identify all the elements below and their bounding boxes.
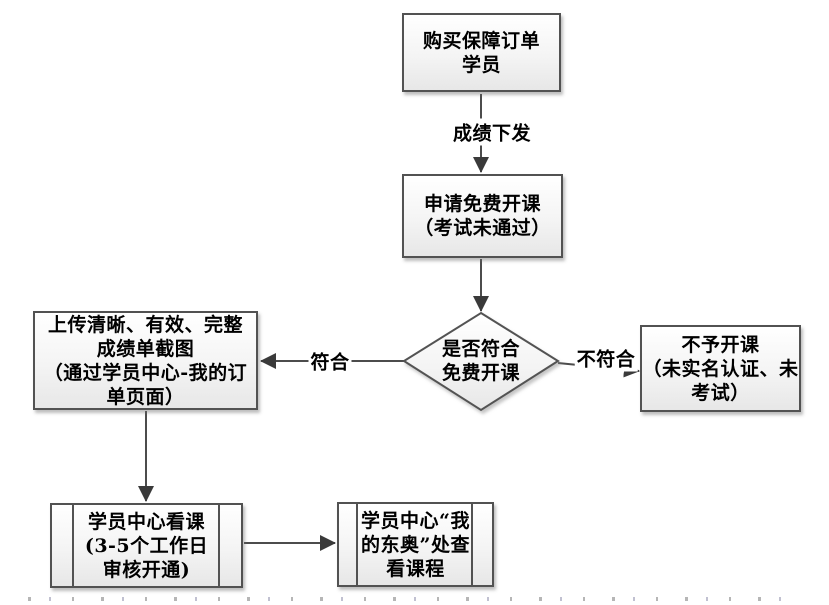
node-apply-label: 申请免费开课 （考试未通过） <box>414 193 551 239</box>
node-rejected: 不予开课 （未实名认证、未 考试） <box>640 325 801 412</box>
decision-diamond-shape <box>402 311 560 412</box>
node-upload: 上传清晰、有效、完整 成绩单截图 （通过学员中心-我的订 单页面） <box>33 311 258 410</box>
node-view-label: 学员中心“我 的东奥”处查 看课程 <box>361 509 470 580</box>
node-view: 学员中心“我 的东奥”处查 看课程 <box>337 502 494 587</box>
node-decision-label: 是否符合 免费开课 <box>441 338 520 384</box>
cutoff-text-fragments <box>28 597 799 601</box>
node-apply: 申请免费开课 （考试未通过） <box>402 174 563 258</box>
node-upload-label: 上传清晰、有效、完整 成绩单截图 （通过学员中心-我的订 单页面） <box>43 313 248 408</box>
predefined-right-bar <box>471 504 473 585</box>
node-purchase: 购买保障订单 学员 <box>402 13 561 92</box>
node-decision: 是否符合 免费开课 <box>411 329 551 393</box>
predefined-left-bar <box>72 505 74 586</box>
edge-label-eligible: 符合 <box>308 347 352 375</box>
predefined-left-bar <box>356 504 358 585</box>
edge-label-score-release: 成绩下发 <box>450 118 534 146</box>
node-purchase-label: 购买保障订单 学员 <box>422 29 540 76</box>
edge-label-not-eligible: 不符合 <box>574 344 638 372</box>
node-watch-label: 学员中心看课 (3-5个工作日 审核开通) <box>84 510 209 581</box>
node-watch: 学员中心看课 (3-5个工作日 审核开通) <box>50 503 243 588</box>
predefined-right-bar <box>218 505 220 586</box>
node-rejected-label: 不予开课 （未实名认证、未 考试） <box>642 333 799 404</box>
